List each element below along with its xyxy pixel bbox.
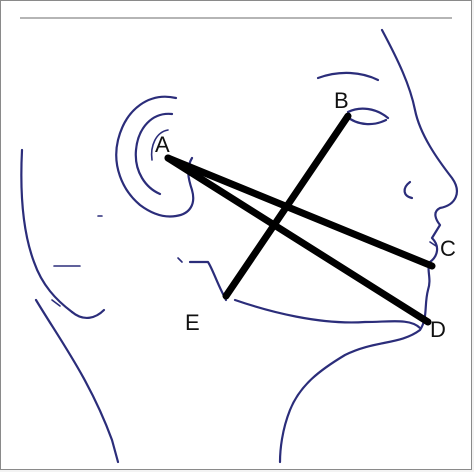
measurement-lines [168, 116, 432, 322]
face-profile-sketch [190, 30, 457, 462]
eyebrow [318, 73, 378, 80]
label-point-d: D [430, 317, 446, 342]
neck-back [72, 310, 104, 318]
label-point-b: B [334, 88, 349, 113]
jaw-angle-mark [190, 262, 226, 300]
label-point-e: E [185, 310, 200, 335]
label-point-c: C [440, 236, 456, 261]
back-of-head [21, 150, 72, 312]
line-a-d [168, 158, 428, 322]
neck-sketch [21, 150, 182, 462]
label-point-a: A [155, 132, 170, 157]
nostril [405, 182, 412, 198]
jaw-line [235, 300, 420, 328]
eye-lid [348, 109, 388, 118]
eye-lash [346, 116, 386, 124]
neck-front [36, 300, 118, 462]
line-a-c [168, 158, 432, 266]
sketch-dot-2 [178, 258, 182, 262]
